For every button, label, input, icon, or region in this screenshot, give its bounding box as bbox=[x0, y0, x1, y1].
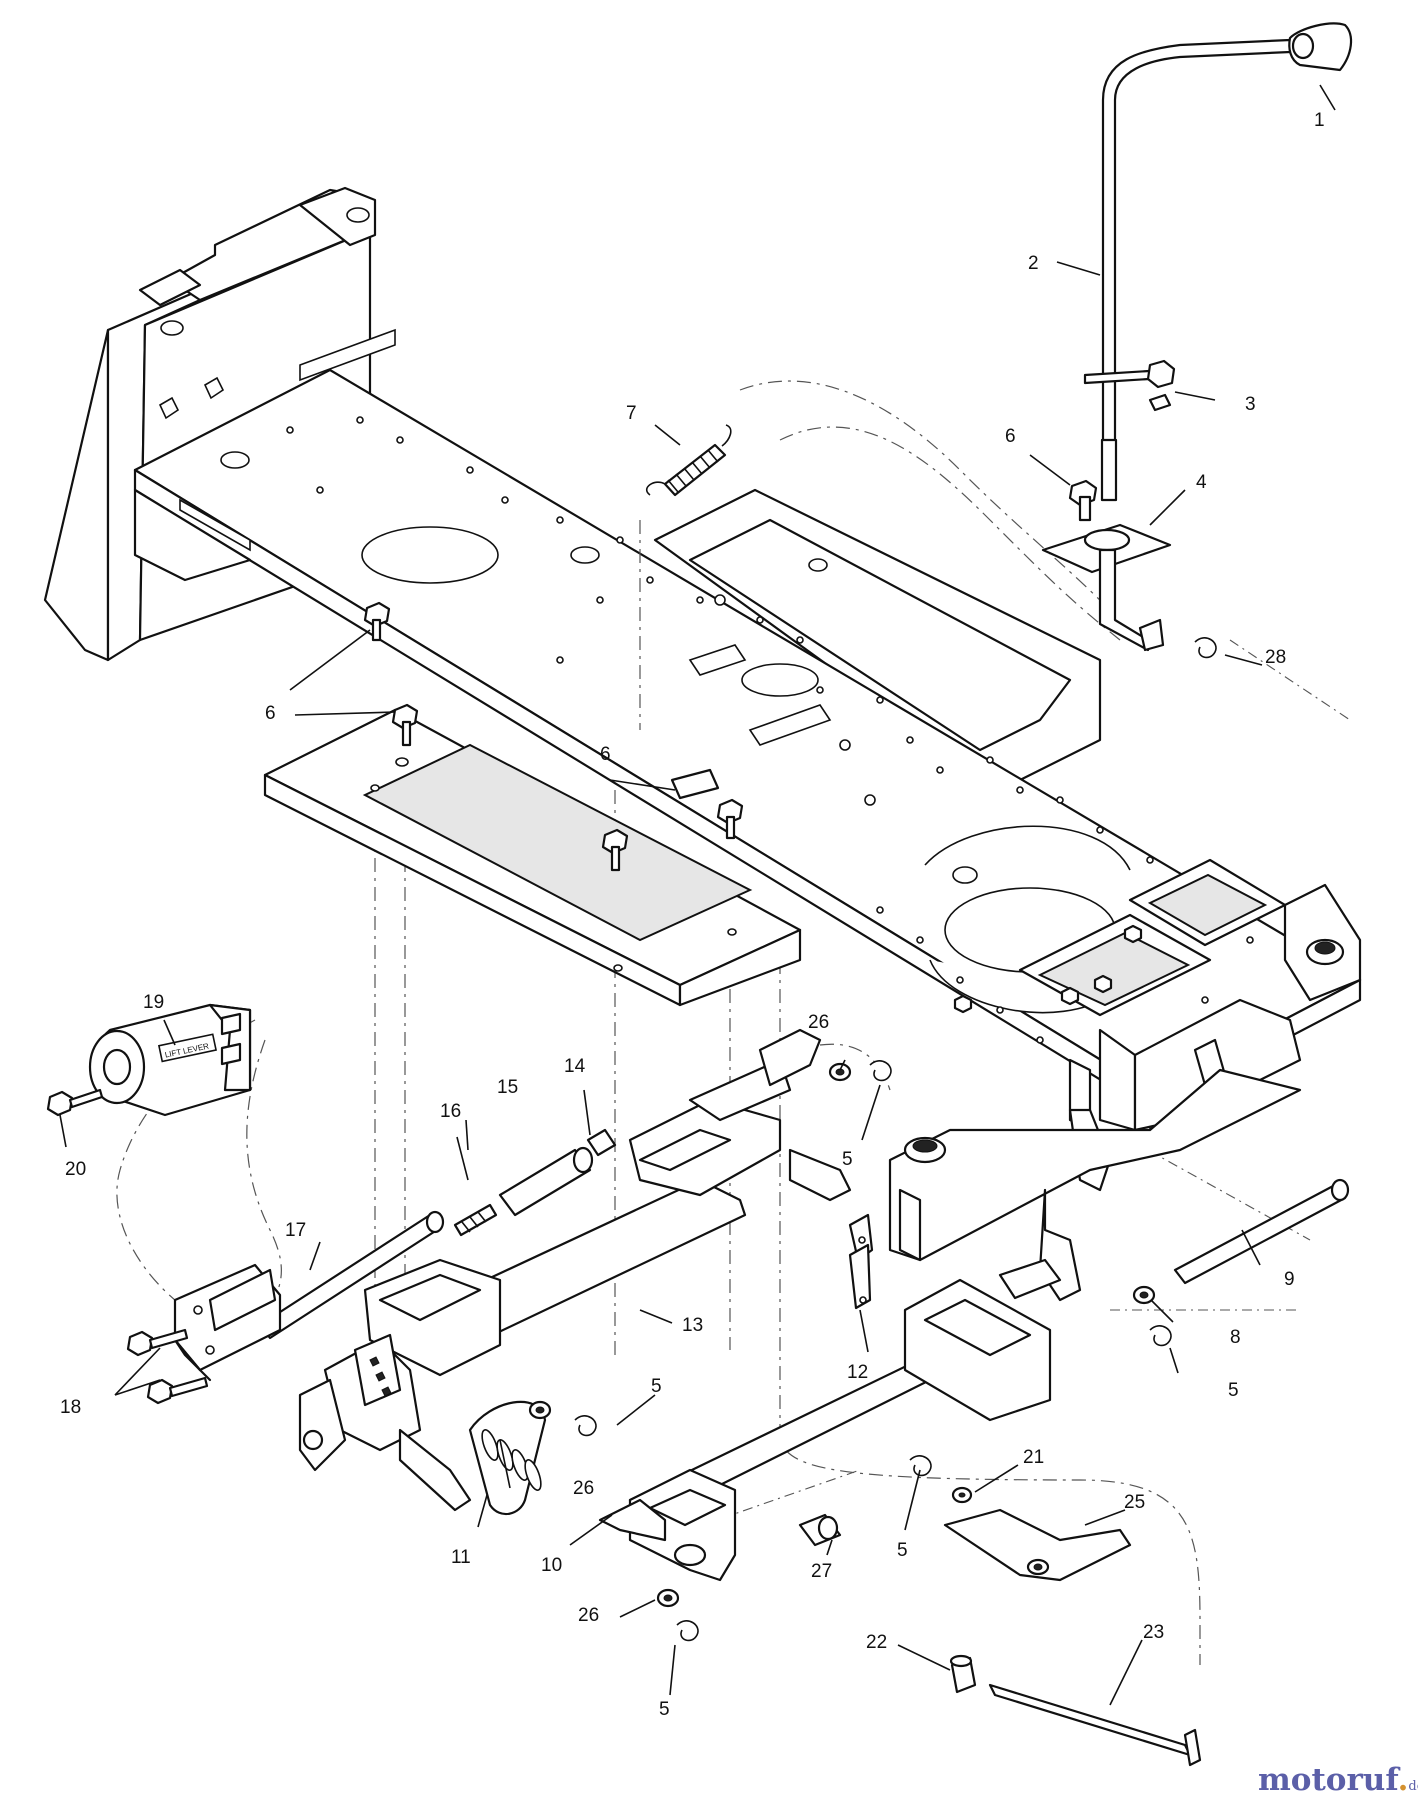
label-part-5-lower: 5 bbox=[897, 1540, 908, 1561]
label-part-17: 17 bbox=[285, 1220, 306, 1241]
watermark-dot: . bbox=[1398, 1762, 1409, 1798]
label-part-3: 3 bbox=[1245, 394, 1256, 415]
watermark-brand: motoruf bbox=[1258, 1762, 1400, 1798]
label-part-26-mid: 26 bbox=[573, 1478, 594, 1499]
label-part-11: 11 bbox=[451, 1547, 471, 1568]
label-part-15: 15 bbox=[497, 1077, 518, 1098]
label-part-8: 8 bbox=[1230, 1327, 1241, 1348]
rod-9 bbox=[1132, 1178, 1350, 1305]
label-part-16: 16 bbox=[440, 1101, 461, 1122]
motoruf-watermark: motoruf.de bbox=[1258, 1762, 1418, 1798]
label-part-6-top: 6 bbox=[1005, 426, 1016, 447]
lift-shaft-13 bbox=[363, 1028, 852, 1377]
label-part-5-bottom: 5 bbox=[659, 1699, 670, 1720]
label-part-13: 13 bbox=[682, 1315, 703, 1336]
clips-and-washers bbox=[528, 637, 1217, 1642]
seat-bolts bbox=[363, 601, 744, 872]
label-part-23: 23 bbox=[1143, 1622, 1164, 1643]
pedal-11 bbox=[298, 1333, 547, 1516]
label-part-7: 7 bbox=[626, 403, 637, 424]
label-part-14: 14 bbox=[564, 1056, 586, 1077]
label-part-5-top: 5 bbox=[842, 1149, 853, 1170]
label-part-5-right: 5 bbox=[1228, 1380, 1239, 1401]
lift-lever-knob: LIFT LEVER bbox=[46, 1003, 252, 1117]
label-part-21: 21 bbox=[1023, 1447, 1044, 1468]
seat-mount-plate bbox=[263, 708, 802, 1007]
main-frame bbox=[133, 328, 1362, 1302]
link-12 bbox=[848, 1213, 874, 1310]
label-part-18: 18 bbox=[60, 1397, 81, 1418]
frame-nuts bbox=[953, 924, 1143, 1014]
label-part-20: 20 bbox=[65, 1159, 86, 1180]
lower-linkage bbox=[798, 1486, 1202, 1767]
label-part-9: 9 bbox=[1284, 1269, 1295, 1290]
lever-bracket-18 bbox=[126, 1263, 282, 1405]
label-part-12: 12 bbox=[847, 1362, 868, 1383]
label-part-27: 27 bbox=[811, 1561, 832, 1582]
label-part-2: 2 bbox=[1028, 253, 1039, 274]
label-part-10: 10 bbox=[541, 1555, 562, 1576]
part-labels: 1 2 3 4 6 28 7 6 6 19 20 17 16 15 14 26 … bbox=[60, 110, 1325, 1720]
label-part-19: 19 bbox=[143, 992, 164, 1013]
spring-7 bbox=[639, 424, 732, 730]
label-part-1: 1 bbox=[1314, 110, 1325, 131]
watermark-tld: de bbox=[1408, 1779, 1418, 1794]
label-part-6-left: 6 bbox=[265, 703, 276, 724]
label-part-6-mid: 6 bbox=[600, 744, 611, 765]
label-part-28: 28 bbox=[1265, 647, 1286, 668]
lift-handle-assembly bbox=[1041, 22, 1353, 652]
label-part-4: 4 bbox=[1196, 472, 1207, 493]
label-part-22: 22 bbox=[866, 1632, 887, 1653]
leader-lines bbox=[59, 84, 1336, 1706]
label-part-5-mid: 5 bbox=[651, 1376, 662, 1397]
label-part-26-top: 26 bbox=[808, 1012, 829, 1033]
label-part-25: 25 bbox=[1124, 1492, 1145, 1513]
label-part-26-bottom: 26 bbox=[578, 1605, 599, 1626]
lift-shaft-lower bbox=[598, 1258, 1062, 1582]
svg-text:motoruf.de: motoruf.de bbox=[1258, 1762, 1418, 1798]
